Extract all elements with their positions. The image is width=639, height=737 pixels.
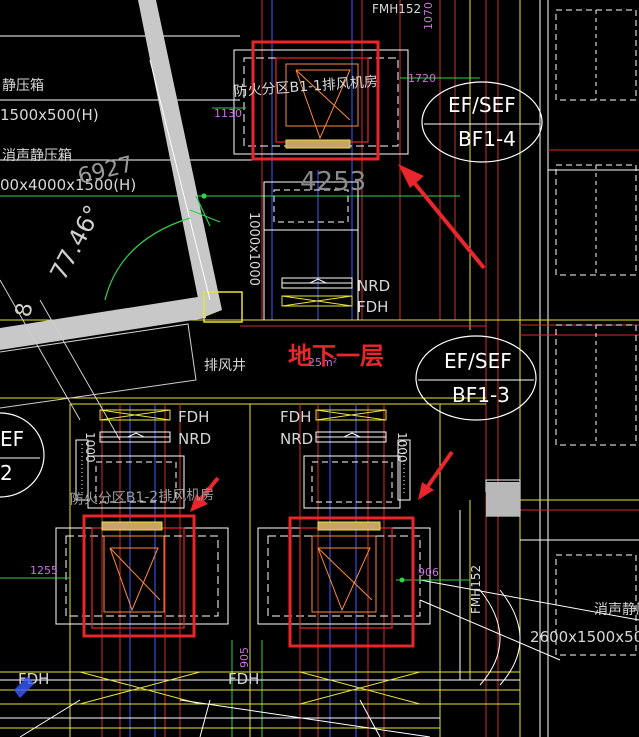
shaft-walls bbox=[0, 0, 520, 516]
highlight-box-b1-1 bbox=[251, 40, 380, 161]
silencer-right: 消声静压 bbox=[594, 602, 639, 618]
rot-8: 8 bbox=[11, 301, 38, 319]
shaft-outline bbox=[0, 59, 211, 441]
ef-sef-bf1-4-ellipse bbox=[421, 81, 543, 163]
dim-1130: 1130 bbox=[214, 107, 242, 120]
ef-bf1-4-line2: BF1-4 bbox=[458, 127, 516, 151]
bottom-left-marker bbox=[14, 676, 34, 698]
fdh-top: FDH bbox=[357, 298, 388, 316]
fan-room-b1-2-right bbox=[257, 409, 470, 629]
nrd-right: NRD bbox=[280, 430, 313, 448]
red-arrows bbox=[190, 164, 486, 512]
fdh-left: FDH bbox=[178, 408, 209, 426]
silencer-left-1-size: 1500x500(H) bbox=[0, 106, 99, 124]
fdh-bottom-mid: FDH bbox=[228, 670, 259, 688]
ef-bf1-4-line1: EF/SEF bbox=[448, 93, 516, 117]
labels: FMH152 1070 1720 1130 4253 防火分区B1-1排风机房 … bbox=[0, 2, 639, 688]
fan-room-b1-1 bbox=[212, 49, 480, 320]
silencer-left-1: 静压箱 bbox=[2, 78, 44, 94]
exhaust-shaft-label: 排风井 bbox=[204, 358, 246, 374]
floor-title: 地下一层 bbox=[288, 342, 384, 370]
rot-7746: 77.46° bbox=[45, 200, 108, 284]
ef-left-line2: 2 bbox=[0, 461, 13, 485]
dim-1720: 1720 bbox=[408, 72, 436, 85]
fdh-right: FDH bbox=[280, 408, 311, 426]
dim-1070: 1070 bbox=[422, 2, 435, 30]
silencer-left-2-size: 00x4000x1500(H) bbox=[0, 176, 136, 194]
nrd-top: NRD bbox=[357, 277, 390, 295]
silencer-left-2: 消声静压箱 bbox=[2, 148, 72, 164]
room-b1-2-label: 防火分区B1-2排风机房 bbox=[70, 487, 215, 508]
ef-left-ellipse bbox=[0, 412, 45, 498]
fmh-right-label: FMH152 bbox=[469, 565, 483, 614]
shaft-area: 25m² bbox=[308, 356, 337, 369]
silencer-right-size: 2600x1500x500 bbox=[530, 628, 639, 646]
room-b1-1-label: 防火分区B1-1排风机房 bbox=[233, 74, 378, 100]
dim-905: 905 bbox=[238, 647, 251, 668]
fmh-top-label: FMH152 bbox=[372, 2, 421, 16]
dim-1000-right: 1000 bbox=[395, 432, 409, 463]
duct-size-top: 1000x1000 bbox=[246, 212, 261, 286]
angle-arc bbox=[104, 193, 221, 301]
fan-room-b1-2-left bbox=[0, 409, 229, 629]
ef-bf1-3-line2: BF1-3 bbox=[452, 383, 510, 407]
highlight-box-b1-2-right bbox=[288, 516, 415, 648]
dim-1000-left: 1000 bbox=[83, 432, 97, 463]
highlight-box-b1-2-left bbox=[82, 514, 196, 638]
dim-4253: 4253 bbox=[300, 167, 366, 197]
ef-left-line1: EF bbox=[0, 427, 24, 451]
dim-906: 906 bbox=[418, 566, 439, 579]
ef-sef-bf1-3-ellipse bbox=[415, 335, 537, 421]
ef-bf1-3-line1: EF/SEF bbox=[444, 349, 512, 373]
nrd-left: NRD bbox=[178, 430, 211, 448]
dim-1255: 1255 bbox=[30, 564, 58, 577]
